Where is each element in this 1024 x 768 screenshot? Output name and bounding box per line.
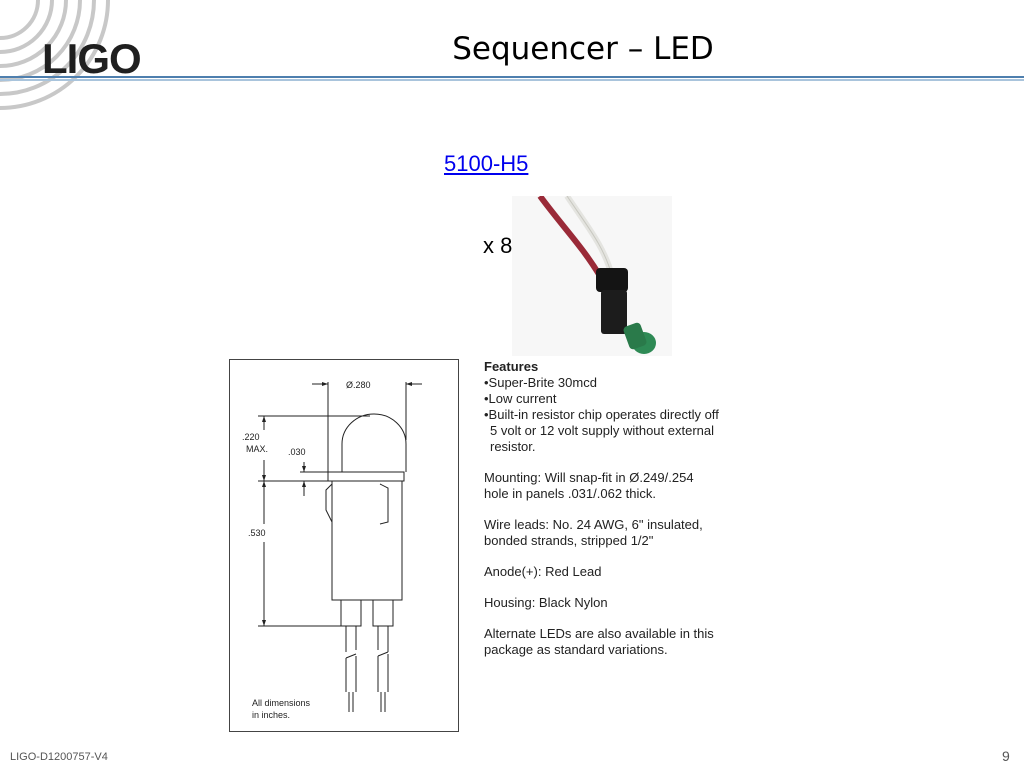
feature-bullet: •Low current: [484, 391, 557, 406]
housing-text: Housing: Black Nylon: [484, 595, 608, 610]
leads-text: bonded strands, stripped 1/2": [484, 533, 654, 548]
alternate-text: package as standard variations.: [484, 642, 668, 657]
features-heading: Features: [484, 359, 539, 374]
page-number: 9: [1002, 748, 1010, 764]
dim-030: .030: [288, 447, 306, 457]
page-title: Sequencer – LED: [452, 31, 714, 67]
dim-530: .530: [248, 528, 266, 538]
dim-diameter: Ø.280: [346, 380, 371, 390]
anode-text: Anode(+): Red Lead: [484, 564, 602, 579]
header-rule: [0, 76, 1024, 78]
feature-bullet-cont: 5 volt or 12 volt supply without externa…: [490, 423, 715, 438]
mounting-text: hole in panels .031/.062 thick.: [484, 486, 657, 501]
quantity-label: x 8: [483, 233, 513, 258]
alternate-text: Alternate LEDs are also available in thi…: [484, 626, 714, 641]
logo: LIGO: [42, 35, 142, 82]
dimension-drawing: Ø.280 .220 MAX. .030 .530 All dimensions…: [229, 359, 459, 732]
footer-doc-id: LIGO-D1200757-V4: [10, 751, 108, 763]
feature-bullet: •Super-Brite 30mcd: [484, 375, 597, 390]
mounting-text: Mounting: Will snap-fit in Ø.249/.254: [484, 470, 694, 485]
led-photo: [512, 196, 672, 356]
header-rule-light: [0, 79, 1024, 81]
features-block: Features •Super-Brite 30mcd •Low current…: [484, 359, 754, 658]
leads-text: Wire leads: No. 24 AWG, 6" insulated,: [484, 517, 703, 532]
feature-bullet: •Built-in resistor chip operates directl…: [484, 407, 719, 422]
dim-220: .220: [242, 432, 260, 442]
dim-max: MAX.: [246, 444, 268, 454]
feature-bullet-cont: resistor.: [490, 439, 536, 454]
part-number-link[interactable]: 5100-H5: [444, 151, 529, 176]
drawing-note-line1: All dimensions: [252, 698, 311, 708]
drawing-note-line2: in inches.: [252, 710, 290, 720]
